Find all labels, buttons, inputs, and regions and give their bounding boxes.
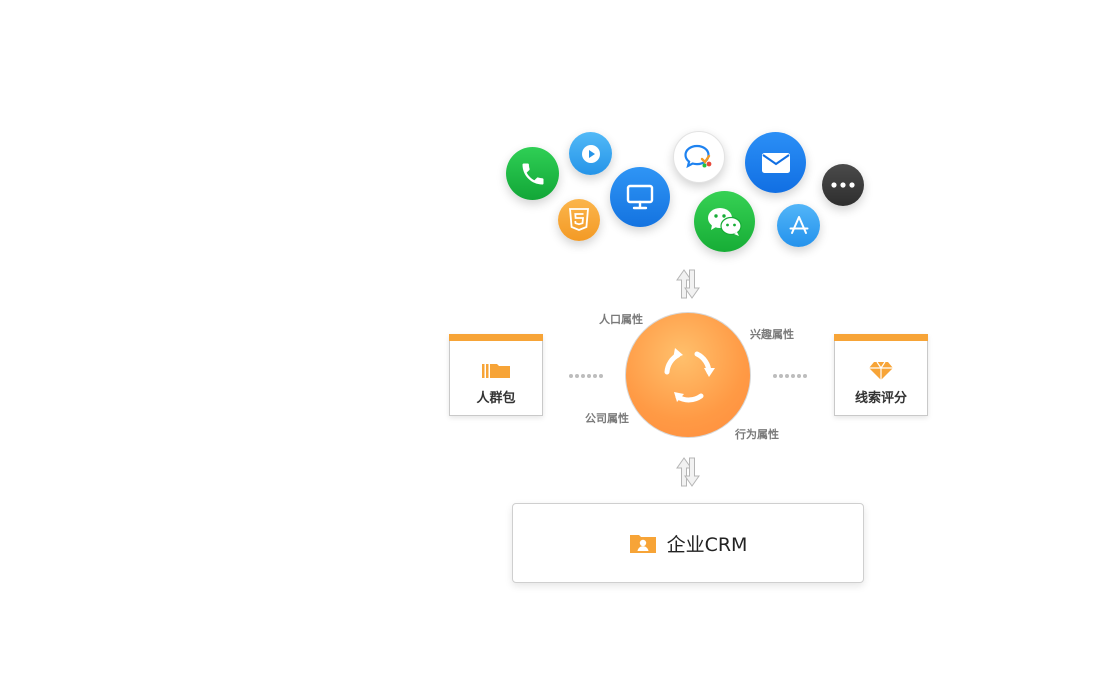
mail-icon — [761, 152, 790, 173]
audience-pack-card: 人群包 — [449, 334, 543, 416]
app-store-icon — [789, 215, 808, 234]
attr-interest: 兴趣属性 — [750, 328, 794, 341]
left-connector — [569, 374, 603, 378]
html5-icon — [569, 208, 589, 231]
web-channel — [610, 167, 670, 227]
email-channel — [745, 132, 806, 193]
app-store-channel — [777, 204, 820, 247]
card-accent-bar — [449, 334, 543, 341]
video-channel — [569, 132, 612, 175]
bidirectional-arrow-icon — [676, 269, 700, 299]
lead-score-card: 线索评分 — [834, 334, 928, 416]
phone-icon — [522, 163, 543, 184]
crm-label: 企业CRM — [666, 533, 748, 556]
contact-card-icon — [629, 535, 656, 553]
processing-hub — [625, 312, 751, 438]
attr-population: 人口属性 — [599, 313, 643, 326]
lead-score-label: 线索评分 — [854, 391, 907, 406]
wechat-channel — [694, 191, 755, 252]
more-icon — [831, 182, 855, 188]
folder-stack-icon — [482, 364, 510, 378]
bidirectional-arrow-icon — [676, 457, 700, 487]
monitor-icon — [626, 184, 654, 210]
card-accent-bar — [834, 334, 928, 341]
html5-channel — [558, 199, 600, 241]
play-icon — [581, 144, 600, 163]
attr-company: 公司属性 — [585, 412, 629, 425]
more-channel — [822, 164, 864, 206]
phone-channel — [506, 147, 559, 200]
audience-pack-label: 人群包 — [476, 391, 516, 406]
diamond-icon — [869, 361, 893, 380]
chat-channel — [673, 131, 725, 183]
sync-cycle-icon — [664, 348, 715, 403]
chat-bubble-icon — [684, 144, 712, 169]
enterprise-crm-box: 企业CRM — [512, 503, 864, 583]
right-connector — [773, 374, 807, 378]
wechat-icon — [707, 207, 742, 236]
attr-behavior: 行为属性 — [735, 428, 779, 441]
